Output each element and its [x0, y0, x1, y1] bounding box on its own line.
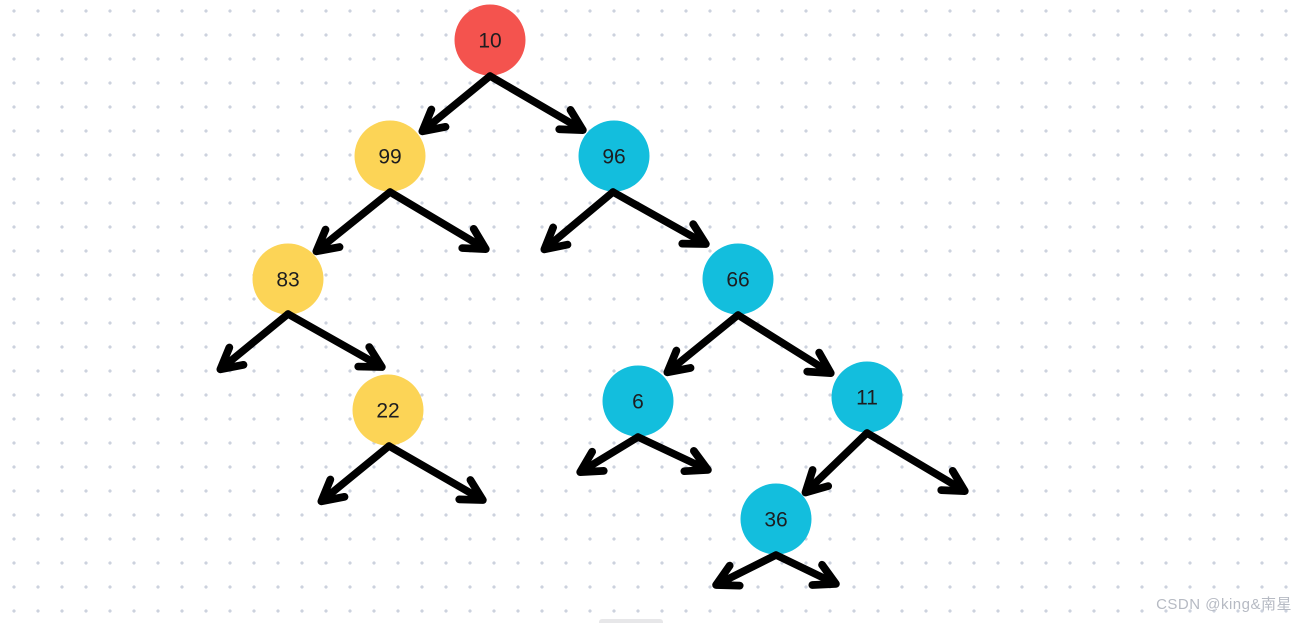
- tree-edge-83-empty[interactable]: [216, 310, 292, 374]
- tree-node-label-11: 11: [856, 387, 878, 410]
- tree-node-label-66: 66: [726, 269, 749, 292]
- tree-node-label-22: 22: [376, 400, 399, 423]
- tree-edge-10-96[interactable]: [486, 72, 587, 134]
- tree-edge-96-empty[interactable]: [540, 188, 617, 254]
- tree-node-label-99: 99: [378, 146, 401, 169]
- tree-node-11[interactable]: [831, 361, 903, 433]
- tree-edge-11-empty[interactable]: [863, 429, 969, 495]
- tree-node-6[interactable]: [602, 365, 674, 437]
- edge-layer: [216, 72, 969, 590]
- tree-node-label-6: 6: [632, 391, 644, 414]
- tree-edge-99-empty[interactable]: [386, 188, 490, 253]
- tree-node-83[interactable]: [252, 243, 324, 315]
- tree-edge-66-6[interactable]: [663, 311, 742, 377]
- tree-edge-6-empty[interactable]: [634, 433, 712, 476]
- tree-node-label-10: 10: [478, 30, 501, 53]
- tree-node-99[interactable]: [354, 120, 426, 192]
- tree-node-label-96: 96: [602, 146, 625, 169]
- tree-edge-11-36[interactable]: [801, 429, 871, 497]
- label-layer: 10 99 96 83 66 22 6 11 36: [276, 30, 878, 532]
- tree-node-label-36: 36: [764, 509, 787, 532]
- tree-edge-36-empty[interactable]: [772, 551, 840, 589]
- tree-edge-99-83[interactable]: [312, 188, 394, 256]
- tree-node-96[interactable]: [578, 120, 650, 192]
- tree-node-66[interactable]: [702, 243, 774, 315]
- tree-node-10[interactable]: [454, 4, 526, 76]
- tree-edge-83-22[interactable]: [284, 310, 386, 371]
- csdn-watermark: CSDN @king&南星: [1156, 596, 1292, 613]
- tree-node-22[interactable]: [352, 374, 424, 446]
- tree-edge-10-99[interactable]: [418, 72, 494, 136]
- node-layer: [252, 4, 903, 555]
- cut-off-bottom-element: [599, 619, 663, 623]
- tree-edge-6-empty[interactable]: [576, 433, 642, 476]
- tree-node-36[interactable]: [740, 483, 812, 555]
- tree-edge-36-empty[interactable]: [712, 551, 780, 590]
- tree-edge-22-empty[interactable]: [317, 442, 393, 506]
- tree-edge-66-11[interactable]: [734, 311, 835, 377]
- tree-edge-22-empty[interactable]: [385, 442, 487, 504]
- tree-edge-96-66[interactable]: [609, 188, 710, 248]
- tree-node-label-83: 83: [276, 269, 299, 292]
